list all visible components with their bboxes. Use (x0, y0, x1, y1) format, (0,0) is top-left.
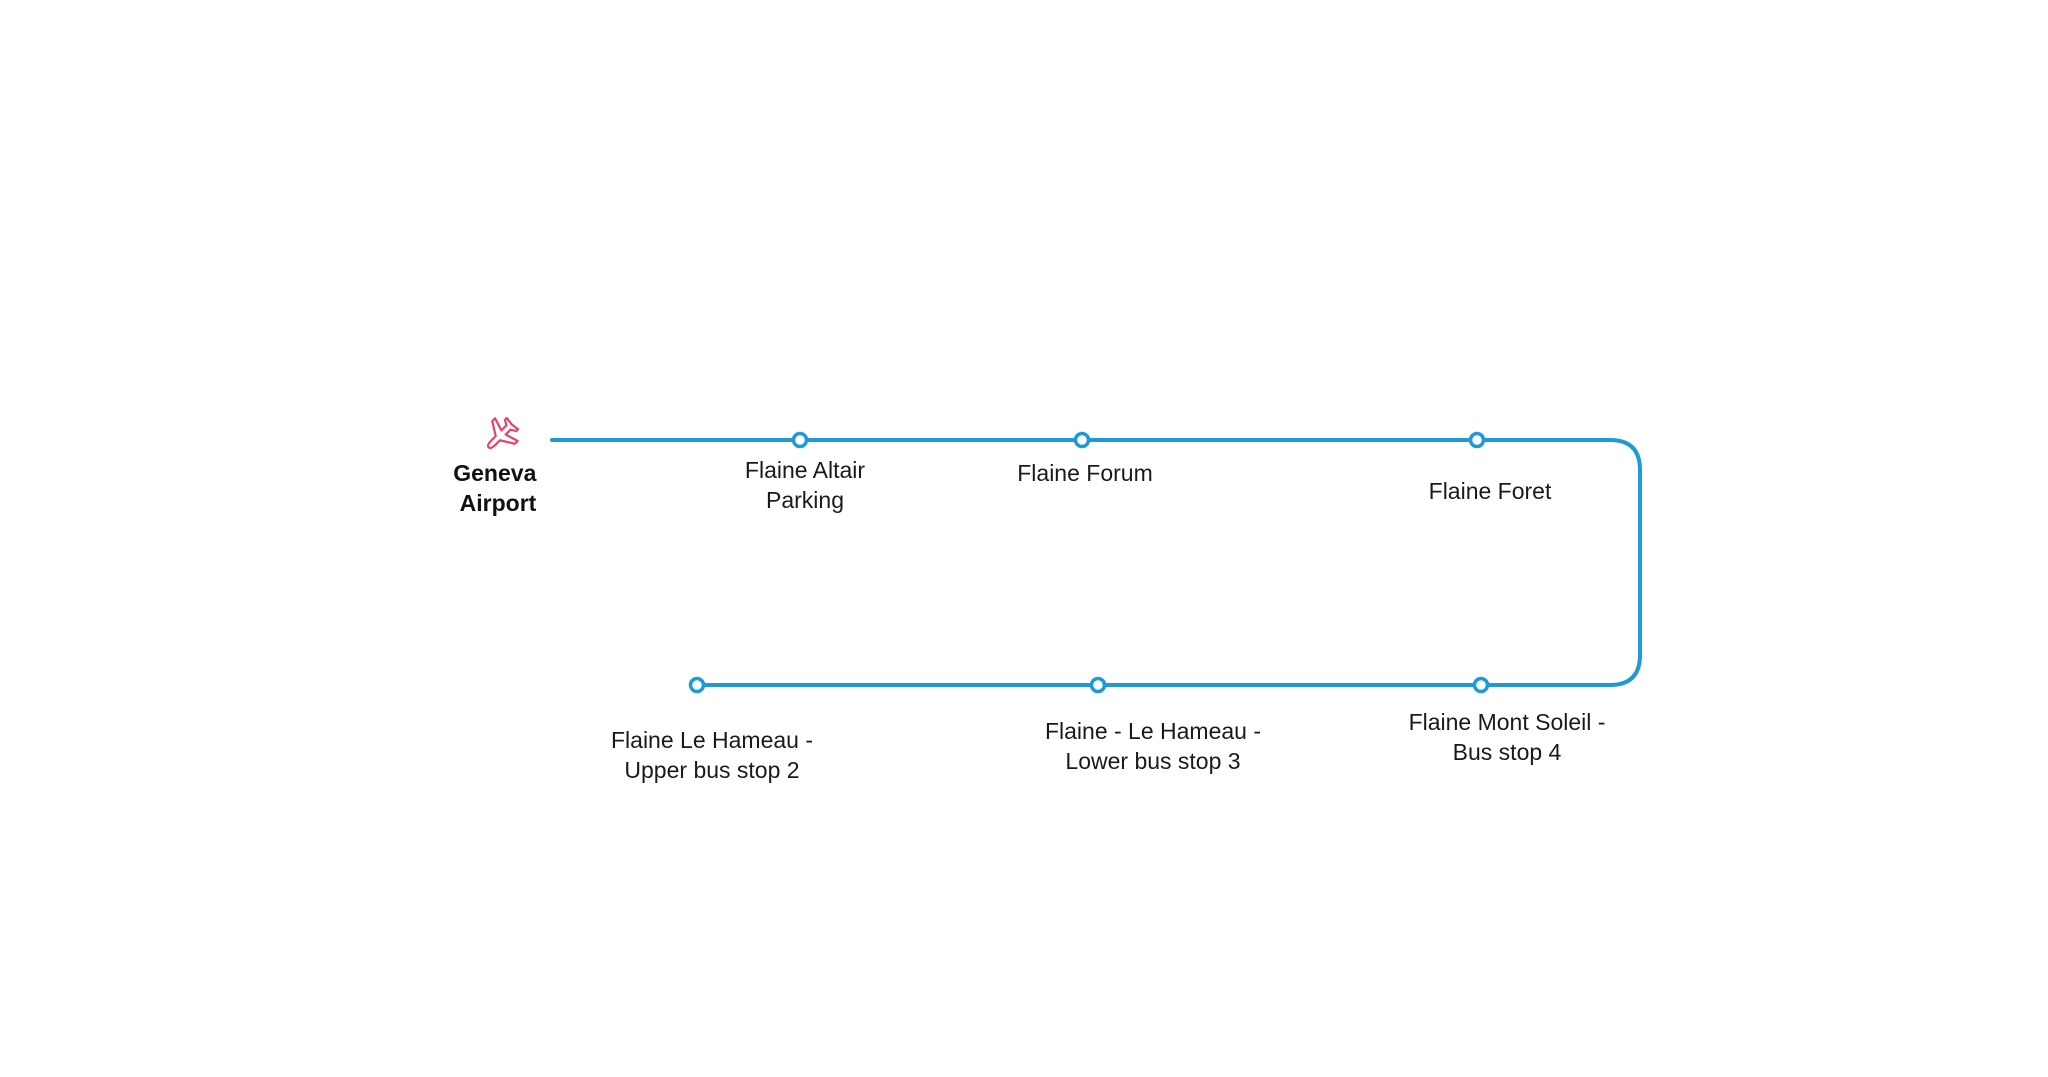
origin-label-line-1: Geneva (453, 460, 536, 486)
stop-marker (1073, 431, 1091, 449)
stop-marker (1089, 676, 1107, 694)
stop-marker (688, 676, 706, 694)
stop-label: Flaine Mont Soleil - Bus stop 4 (1409, 709, 1606, 765)
origin-geneva-airport: Geneva Airport (453, 416, 543, 516)
stop-label: Flaine Forum (1017, 460, 1152, 486)
stop-label: Flaine Foret (1429, 478, 1552, 504)
stop-flaine-forum: Flaine Forum (1017, 431, 1153, 486)
stop-label-line: Flaine Altair (745, 457, 866, 483)
stop-label-line: Flaine Mont Soleil - (1409, 709, 1606, 735)
stop-label-line: Bus stop 4 (1453, 739, 1562, 765)
svg-text:Geneva Airport: Geneva Airport (453, 460, 543, 516)
origin-label-line-2: Airport (460, 490, 537, 516)
stop-flaine-mont-soleil: Flaine Mont Soleil - Bus stop 4 (1409, 676, 1606, 765)
stop-label-line: Upper bus stop 2 (624, 757, 799, 783)
stop-label-line: Flaine Forum (1017, 460, 1152, 486)
stop-label: Flaine - Le Hameau - Lower bus stop 3 (1045, 718, 1261, 774)
stop-flaine-foret: Flaine Foret (1429, 431, 1552, 504)
stop-label: Flaine Le Hameau - Upper bus stop 2 (611, 727, 813, 783)
stop-marker (1472, 676, 1490, 694)
stop-label-line: Parking (766, 487, 844, 513)
stop-flaine-le-hameau-lower: Flaine - Le Hameau - Lower bus stop 3 (1045, 676, 1261, 774)
stop-label-line: Flaine - Le Hameau - (1045, 718, 1261, 744)
route-line (550, 438, 1642, 687)
stop-label-line: Flaine Le Hameau - (611, 727, 813, 753)
stop-label-line: Lower bus stop 3 (1065, 748, 1240, 774)
stop-marker (791, 431, 809, 449)
stop-label-line: Flaine Foret (1429, 478, 1552, 504)
airplane-icon (486, 416, 520, 450)
stop-marker (1468, 431, 1486, 449)
stop-flaine-le-hameau-upper: Flaine Le Hameau - Upper bus stop 2 (611, 676, 813, 783)
